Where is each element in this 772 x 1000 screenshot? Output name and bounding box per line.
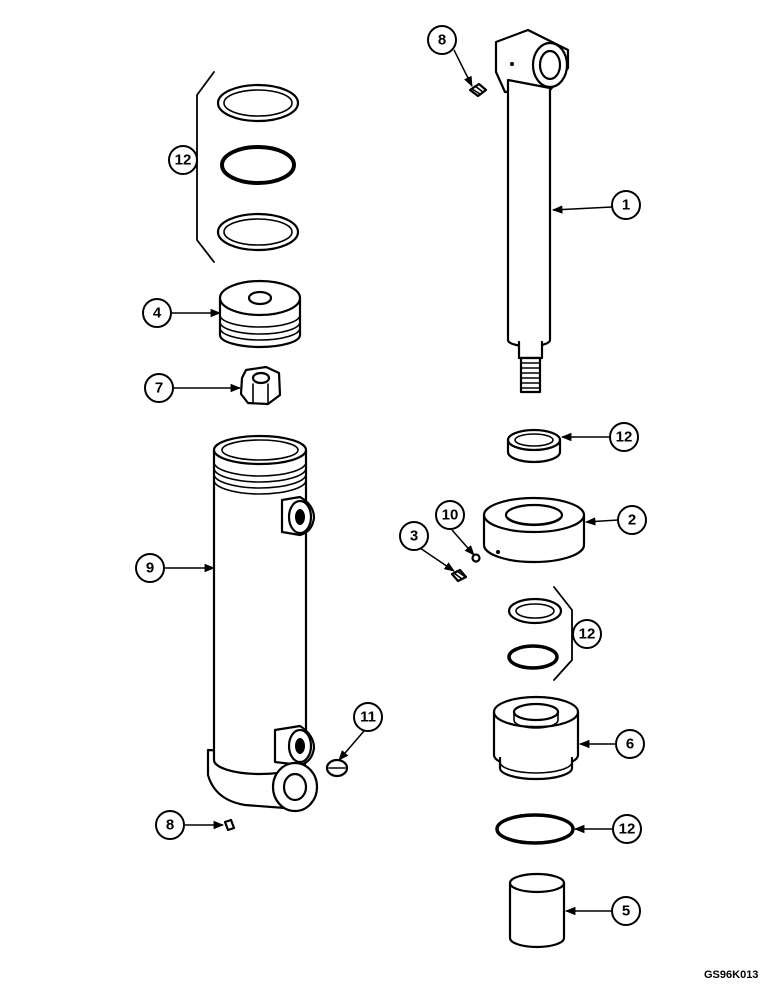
set-screw-lower <box>223 818 236 832</box>
callout-8-lower: 8 <box>155 810 185 840</box>
plug <box>325 758 349 778</box>
callout-12-mid: 12 <box>572 619 602 649</box>
svg-text:9: 9 <box>146 560 154 577</box>
callout-11: 11 <box>353 702 383 732</box>
svg-text:12: 12 <box>616 429 633 446</box>
callout-8-upper: 8 <box>427 25 457 55</box>
callout-2: 2 <box>617 505 647 535</box>
svg-text:1: 1 <box>622 197 630 214</box>
gland-nut <box>482 496 586 564</box>
svg-text:7: 7 <box>155 380 163 397</box>
svg-text:2: 2 <box>628 512 636 529</box>
callout-4: 4 <box>142 298 172 328</box>
image-code: GS96K013 <box>704 969 758 981</box>
callout-6: 6 <box>615 729 645 759</box>
svg-text:11: 11 <box>360 709 376 726</box>
svg-text:10: 10 <box>442 507 459 524</box>
set-screw-upper <box>468 82 488 98</box>
svg-text:4: 4 <box>153 305 162 322</box>
svg-text:12: 12 <box>175 152 192 169</box>
svg-text:5: 5 <box>622 903 630 920</box>
callout-10: 10 <box>435 500 465 530</box>
ball <box>471 553 481 563</box>
callout-1: 1 <box>611 190 641 220</box>
svg-text:8: 8 <box>438 32 446 49</box>
svg-text:12: 12 <box>619 821 636 838</box>
leader-lines <box>164 49 619 916</box>
piston-rod <box>494 28 570 394</box>
svg-text:6: 6 <box>626 736 634 753</box>
callout-3: 3 <box>399 521 429 551</box>
nut <box>239 365 282 406</box>
callout-12-lower: 12 <box>612 814 642 844</box>
svg-text:8: 8 <box>166 817 174 834</box>
svg-text:3: 3 <box>410 528 418 545</box>
piston <box>218 279 302 349</box>
seal-kit-lower <box>507 586 573 681</box>
cylinder-head <box>492 695 580 781</box>
o-ring-lower <box>495 813 575 845</box>
callout-9: 9 <box>135 553 165 583</box>
callout-5: 5 <box>611 896 641 926</box>
cylinder-barrel <box>206 434 319 813</box>
seal-kit-upper <box>196 71 300 263</box>
wiper-seal <box>506 428 562 464</box>
callout-12-wiper: 12 <box>609 422 639 452</box>
sleeve <box>508 872 566 949</box>
svg-text:12: 12 <box>579 626 596 643</box>
callout-7: 7 <box>144 373 174 403</box>
set-screw-gland <box>450 568 468 583</box>
callout-12-top: 12 <box>168 145 198 175</box>
